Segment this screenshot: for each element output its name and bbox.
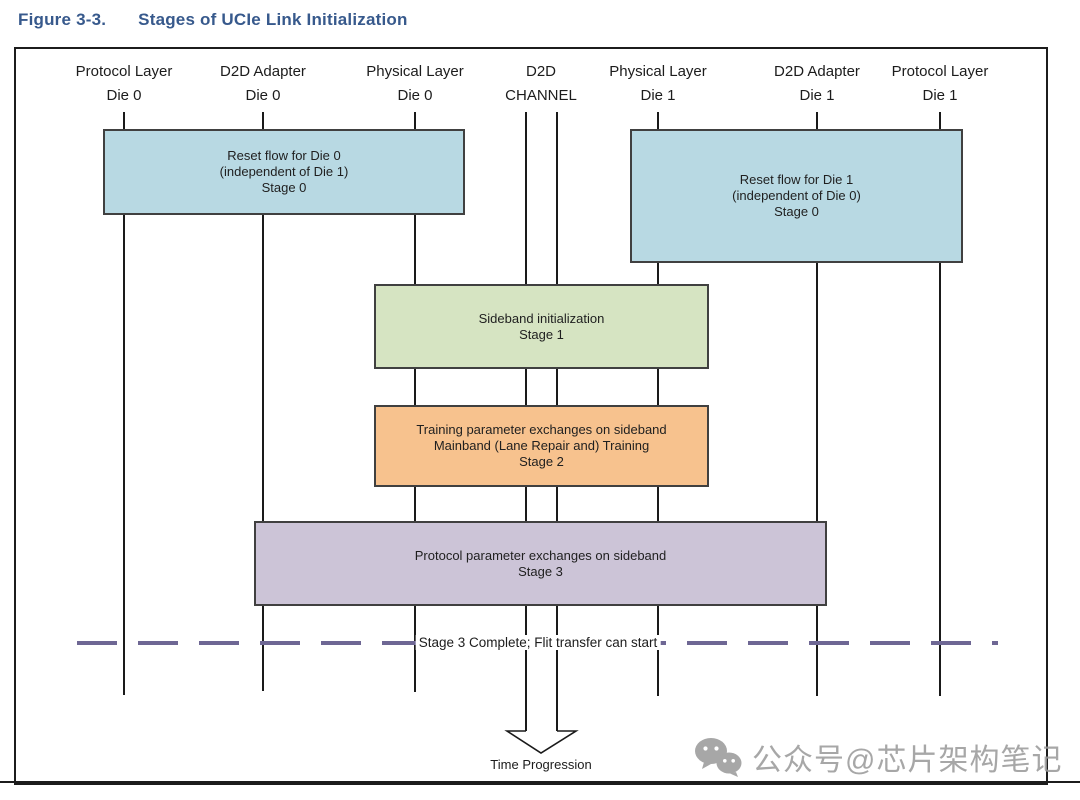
stage1-sideband-init-box: Sideband initialization Stage 1 xyxy=(374,284,709,369)
column-header-d2d-channel: D2D CHANNEL xyxy=(466,60,616,108)
figure-title: Stages of UCIe Link Initialization xyxy=(138,10,408,29)
time-progression-arrowhead xyxy=(504,730,579,754)
column-header-line2: Die 0 xyxy=(106,87,142,104)
stage3-complete-label: Stage 3 Complete; Flit transfer can star… xyxy=(415,635,661,650)
column-header-protocol-layer-die0: Protocol Layer Die 0 xyxy=(49,60,199,108)
column-header-line2: Die 1 xyxy=(799,87,835,104)
column-header-line2: Die 1 xyxy=(640,87,676,104)
figure-caption: Figure 3-3. Stages of UCIe Link Initializ… xyxy=(18,10,408,30)
column-header-line2: Die 1 xyxy=(922,87,958,104)
stage-box-line1: Protocol parameter exchanges on sideband xyxy=(414,547,667,563)
lifeline-physical-layer-die1 xyxy=(657,112,659,696)
watermark-text: 公众号@芯片架构笔记 xyxy=(752,744,1063,777)
stage0-reset-die1-box: Reset flow for Die 1 (independent of Die… xyxy=(630,129,963,263)
stage-box-line2: (independent of Die 1) xyxy=(219,164,349,179)
stage-box-line2: Stage 3 xyxy=(518,563,563,579)
figure-label: Figure 3-3. xyxy=(18,10,107,29)
column-header-line1: D2D Adapter xyxy=(220,63,306,80)
stage2-training-box: Training parameter exchanges on sideband… xyxy=(374,405,709,487)
stage-box-line1: Training parameter exchanges on sideband xyxy=(416,422,667,437)
column-header-line1: D2D xyxy=(525,63,556,80)
column-header-line2: Die 0 xyxy=(245,87,281,104)
column-header-line1: Protocol Layer xyxy=(891,63,989,80)
column-header-physical-layer-die1: Physical Layer Die 1 xyxy=(583,60,733,108)
stage-box-line1: Reset flow for Die 0 xyxy=(227,148,341,163)
bottom-rule xyxy=(0,781,1080,783)
column-header-line2: CHANNEL xyxy=(505,87,577,104)
stage-box-line1: Reset flow for Die 1 xyxy=(739,172,854,187)
column-header-protocol-layer-die1: Protocol Layer Die 1 xyxy=(865,60,1015,108)
column-header-line2: Die 0 xyxy=(397,87,433,104)
stage-box-line1: Sideband initialization xyxy=(478,310,605,326)
stage-box-line3: Stage 0 xyxy=(774,204,819,219)
stage-box-line2: (independent of Die 0) xyxy=(732,188,861,203)
column-header-line1: D2D Adapter xyxy=(774,63,860,80)
column-header-d2d-adapter-die1: D2D Adapter Die 1 xyxy=(742,60,892,108)
column-header-line1: Physical Layer xyxy=(609,63,707,80)
figure-border xyxy=(14,47,1048,785)
column-header-line1: Protocol Layer xyxy=(75,63,173,80)
lifeline-physical-layer-die0 xyxy=(414,112,416,692)
stage0-reset-die0-box: Reset flow for Die 0 (independent of Die… xyxy=(103,129,465,215)
stage-box-line2: Stage 1 xyxy=(519,326,564,342)
stage3-protocol-params-box: Protocol parameter exchanges on sideband… xyxy=(254,521,827,606)
column-header-line1: Physical Layer xyxy=(366,63,464,80)
column-header-d2d-adapter-die0: D2D Adapter Die 0 xyxy=(188,60,338,108)
stage-box-line2: Mainband (Lane Repair and) Training xyxy=(433,438,650,453)
stage-box-line3: Stage 2 xyxy=(519,454,564,469)
lifeline-protocol-layer-die1 xyxy=(939,112,941,696)
stage-box-line3: Stage 0 xyxy=(261,180,307,195)
lifeline-d2d-adapter-die1 xyxy=(816,112,818,696)
wechat-icon xyxy=(695,738,742,777)
time-progression-label: Time Progression xyxy=(490,757,592,772)
lifeline-d2d-adapter-die0 xyxy=(262,112,264,691)
lifeline-protocol-layer-die0 xyxy=(123,112,125,695)
watermark: 公众号@芯片架构笔记 xyxy=(692,735,1062,779)
column-header-physical-layer-die0: Physical Layer Die 0 xyxy=(340,60,490,108)
